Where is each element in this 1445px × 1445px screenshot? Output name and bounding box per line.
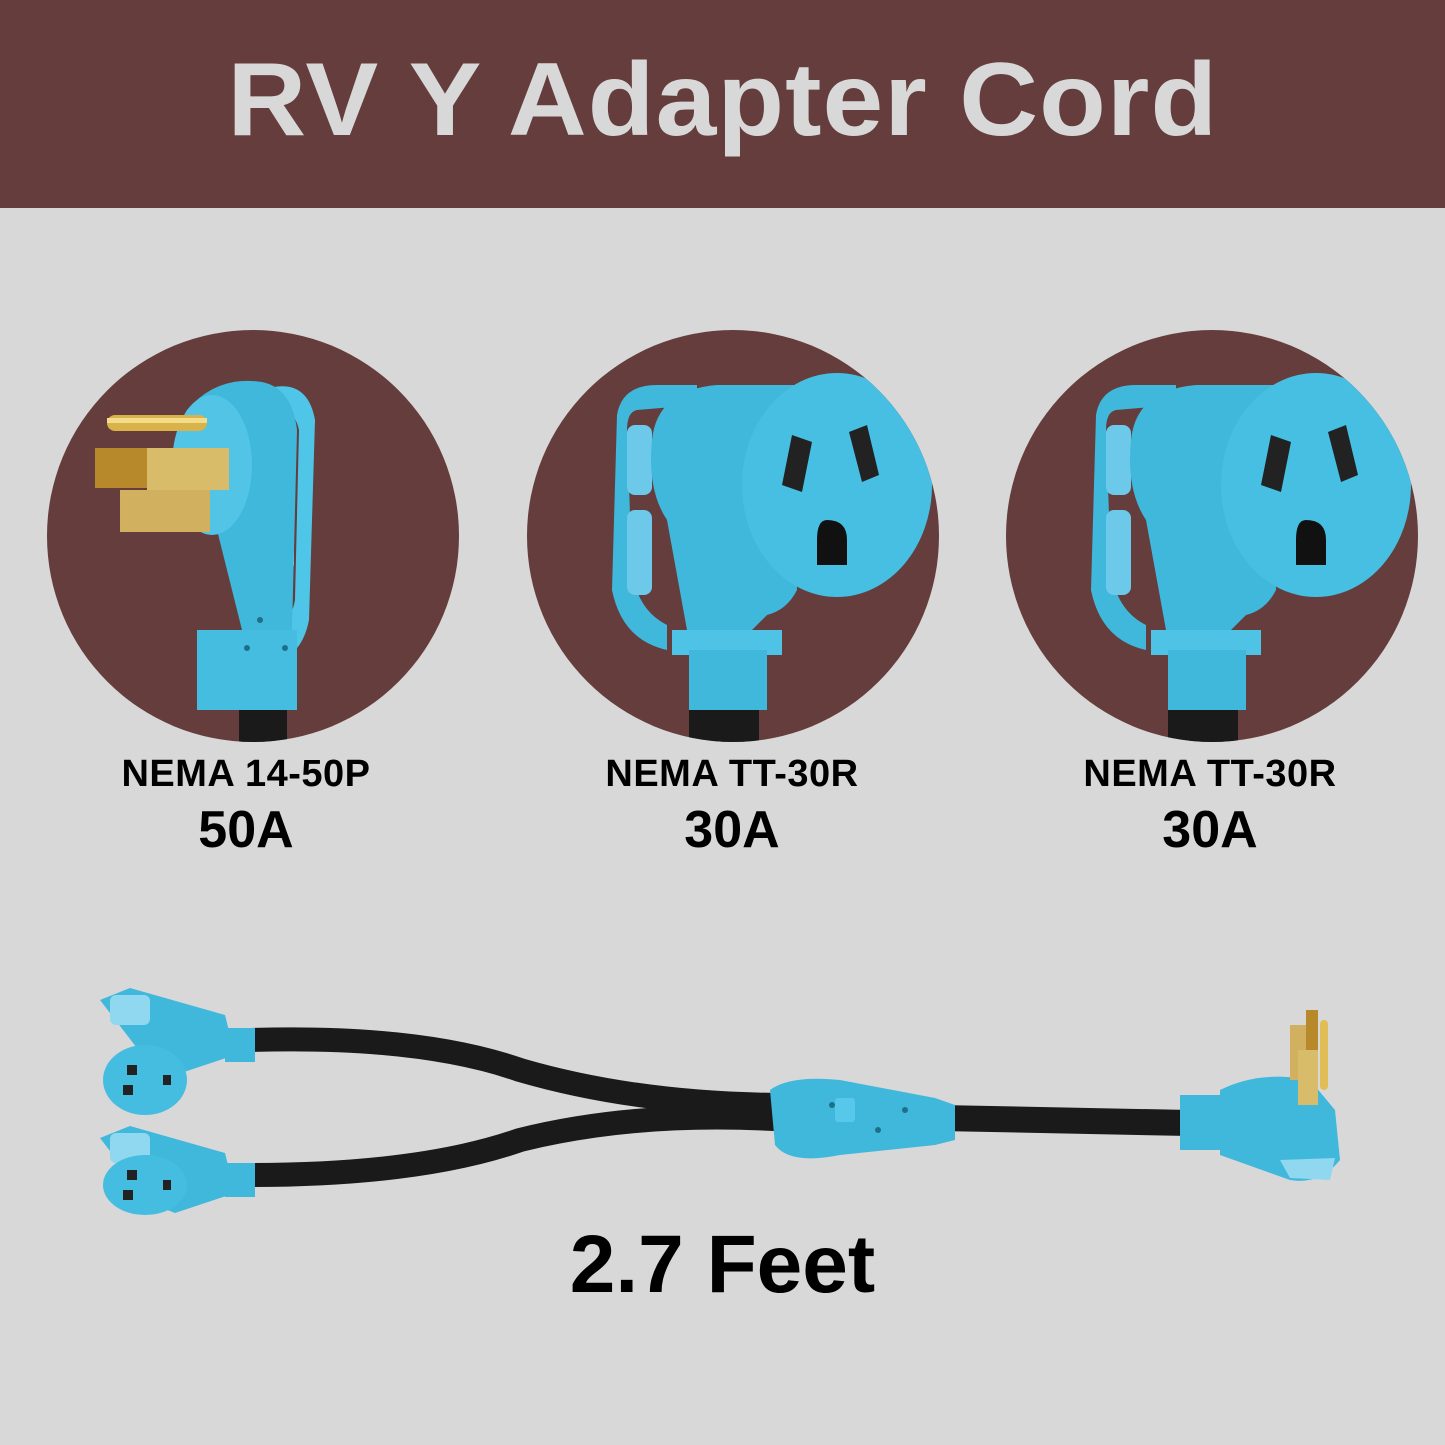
connector-amperage: 30A <box>684 801 780 859</box>
page-title: RV Y Adapter Cord <box>227 41 1218 158</box>
connector-label-2: NEMA TT-30R 30A <box>522 752 942 860</box>
connector-name: NEMA TT-30R <box>605 753 859 795</box>
receptacle-tt-30r-icon <box>612 373 932 742</box>
receptacle-bottom-icon <box>100 1126 255 1215</box>
connector-label-1: NEMA 14-50P 50A <box>36 752 456 860</box>
connector-amperage: 50A <box>198 801 294 859</box>
plug-14-50p-icon <box>95 380 315 742</box>
plug-right-icon <box>1180 1010 1340 1181</box>
connector-name: NEMA 14-50P <box>121 753 371 795</box>
connector-name: NEMA TT-30R <box>1083 753 1337 795</box>
connector-image-14-50p <box>47 330 459 742</box>
connector-label-3: NEMA TT-30R 30A <box>1000 752 1420 860</box>
cord-length-label: 2.7 Feet <box>569 1219 876 1310</box>
header-banner: RV Y Adapter Cord <box>0 0 1445 208</box>
connector-image-tt-30r-2 <box>1006 330 1418 742</box>
receptacle-top-icon <box>100 988 255 1115</box>
connector-image-tt-30r-1 <box>527 330 939 742</box>
receptacle-tt-30r-icon <box>1091 373 1411 742</box>
y-cord-illustration <box>100 988 1340 1215</box>
connector-amperage: 30A <box>1162 801 1258 859</box>
